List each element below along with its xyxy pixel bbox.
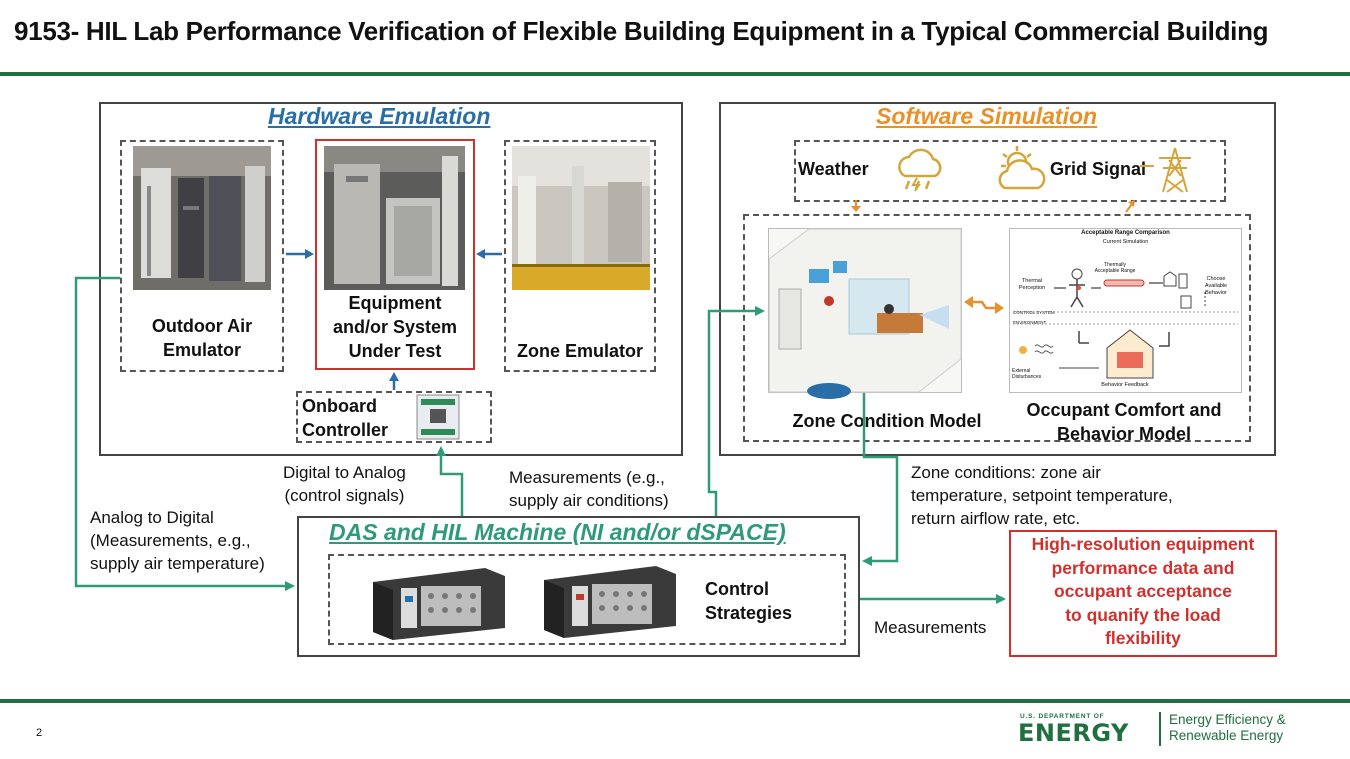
analog-to-digital-label: Analog to Digital (Measurements, e.g., s… [90,508,265,573]
occupant-figure-sub-label: Current Simulation [1102,239,1149,245]
zone-conditions-label: Zone conditions: zone air temperature, s… [911,463,1173,528]
equipment-under-test-box [315,139,475,370]
occupant-figure-choose: Choose Available Behavior [1204,276,1228,296]
header-rule [0,72,1350,76]
digital-to-analog-label: Digital to Analog (control signals) [283,463,406,505]
zone-to-equipment-arrow [476,249,502,259]
logo-divider [1159,712,1161,746]
outdoor-air-emulator-box [120,140,284,372]
occupant-figure-environment: ENVIRONMENT [1013,320,1047,325]
doe-small-text: U.S. DEPARTMENT OF [1020,713,1105,720]
zone-conditions-path [862,393,899,563]
controller-board-image [416,394,460,440]
occupant-figure-graphics [1009,228,1242,398]
analog-to-digital-path [74,276,286,588]
occupant-figure-thermally: Thermally Acceptable Range [1094,262,1136,274]
partly-sunny-icon [995,144,1049,199]
occupant-figure-feedback: Behavior Feedback [1101,382,1149,388]
weather-label: Weather [798,159,869,179]
measurements-label: Measurements [874,618,987,637]
ni-hardware-image-1 [365,562,515,647]
equipment-under-test-label: Equipment and/or System Under Test [332,293,458,361]
grid-to-model-arrow [1122,198,1136,219]
software-simulation-title: Software Simulation [876,103,1098,129]
digital-to-analog-arrowhead [436,446,446,456]
onboard-controller-box [296,391,492,443]
weather-icon [893,148,947,197]
inputs-box [794,140,1226,202]
page-number: 2 [36,727,43,739]
doe-logo-text: ENERGY [1018,719,1129,747]
grid-signal-line [1140,165,1154,167]
measurements-to-output-arrowhead [996,594,1006,604]
analog-to-digital-arrowhead [285,581,295,591]
outdoor-air-label: Outdoor Air Emulator [151,316,253,360]
weather-to-model-arrow [849,200,863,219]
zone-emulator-label: Zone Emulator [516,341,643,361]
measurements-to-model-path [707,309,756,516]
hardware-emulation-title: Hardware Emulation [268,103,491,129]
footer-rule [0,699,1350,703]
zone-emulator-box [504,140,656,372]
outdoor-air-photo [133,146,271,290]
bidirectional-coupling-arrow [962,290,1008,325]
zone-condition-model-label: Zone Condition Model [792,411,982,431]
control-strategies-label: Control Strategies [705,579,793,623]
ni-hardware-image-2 [536,560,686,645]
measurements-to-model-arrowhead [755,306,765,316]
occupant-figure-top-label: Acceptable Range Comparison [1081,230,1170,236]
grid-signal-label: Grid Signal [1050,159,1147,179]
digital-to-analog-path [439,456,464,516]
output-text: High-resolution equipment performance da… [1031,534,1255,648]
das-inner-box [328,554,846,645]
page-title: 9153- HIL Lab Performance Verification o… [14,16,1269,46]
models-box [743,214,1251,442]
outdoor-to-equipment-arrow [286,249,314,259]
equipment-photo [324,146,465,290]
occupant-model-label: Occupant Comfort and Behavior Model [1026,400,1222,444]
occupant-figure-thermal: Thermal Perception [1018,278,1046,291]
das-hil-title: DAS and HIL Machine (NI and/or dSPACE) [329,519,786,545]
measurements-eg-label: Measurements (e.g., supply air condition… [509,468,669,510]
occupant-figure-external: External Disturbances [1012,368,1042,380]
power-tower-icon [1155,146,1195,199]
zone-conditions-arrowhead [862,556,872,566]
zone-emulator-photo [512,146,650,290]
eere-text: Energy Efficiency & Renewable Energy [1169,712,1286,743]
onboard-controller-label: Onboard Controller [302,396,389,440]
controller-to-equipment-arrow [389,372,399,390]
zone-condition-model-image [768,228,962,399]
output-box [1009,530,1277,657]
